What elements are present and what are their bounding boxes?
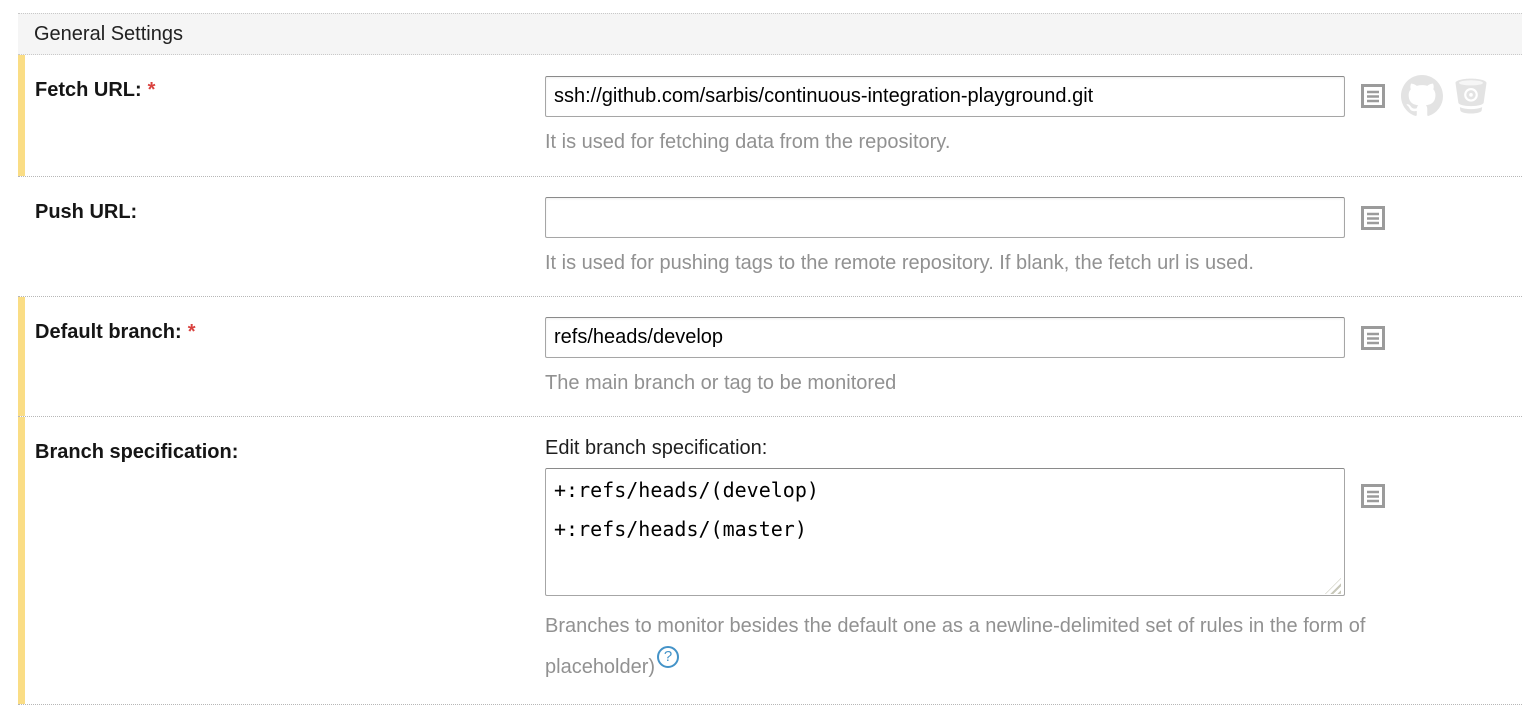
branch-spec-value-cell: Edit branch specification: +:refs/heads/… <box>545 417 1522 704</box>
push-url-value-cell: It is used for pushing tags to the remot… <box>545 177 1522 296</box>
branch-spec-note-line1: Branches to monitor besides the default … <box>545 615 1366 637</box>
github-icon[interactable] <box>1401 75 1443 117</box>
insert-parameter-icon[interactable] <box>1361 84 1385 108</box>
default-branch-input[interactable] <box>545 317 1345 358</box>
branch-spec-label: Branch specification: <box>35 441 239 463</box>
fetch-url-input[interactable] <box>545 75 1345 117</box>
branch-spec-textarea[interactable]: +:refs/heads/(develop) +:refs/heads/(mas… <box>545 468 1345 596</box>
branch-spec-row: Branch specification: Edit branch specif… <box>18 417 1522 705</box>
push-url-label: Push URL: <box>35 201 138 223</box>
push-url-label-cell: Push URL: <box>18 177 545 296</box>
fetch-url-note: It is used for fetching data from the re… <box>545 131 951 153</box>
default-branch-label: Default branch: <box>35 321 182 343</box>
default-branch-value-cell: The main branch or tag to be monitored <box>545 297 1522 416</box>
insert-parameter-icon[interactable] <box>1361 325 1385 350</box>
section-title: General Settings <box>34 22 183 45</box>
section-header: General Settings <box>18 13 1522 55</box>
fetch-url-label-cell: Fetch URL:* <box>18 55 545 176</box>
fetch-url-row: Fetch URL:* <box>18 55 1522 177</box>
default-branch-row: Default branch:* The main branch or tag … <box>18 297 1522 417</box>
required-asterisk: * <box>187 321 196 343</box>
insert-parameter-icon[interactable] <box>1361 205 1385 230</box>
default-branch-note: The main branch or tag to be monitored <box>545 372 897 394</box>
general-settings-section: General Settings Fetch URL:* <box>18 13 1522 705</box>
edit-branch-spec-label: Edit branch specification: <box>545 437 768 459</box>
default-branch-label-cell: Default branch:* <box>18 297 545 416</box>
branch-spec-label-cell: Branch specification: <box>18 417 545 704</box>
branch-spec-note-line2: placeholder) <box>545 656 656 678</box>
push-url-row: Push URL: It is used for pushing tags to… <box>18 177 1522 297</box>
fetch-url-value-cell: It is used for fetching data from the re… <box>545 55 1522 176</box>
push-url-input[interactable] <box>545 197 1345 238</box>
required-asterisk: * <box>147 79 156 101</box>
help-icon[interactable]: ? <box>657 646 680 668</box>
bitbucket-icon[interactable] <box>1451 76 1491 116</box>
insert-parameter-icon[interactable] <box>1361 484 1385 508</box>
push-url-note: It is used for pushing tags to the remot… <box>545 252 1254 274</box>
fetch-url-label: Fetch URL: <box>35 79 142 101</box>
